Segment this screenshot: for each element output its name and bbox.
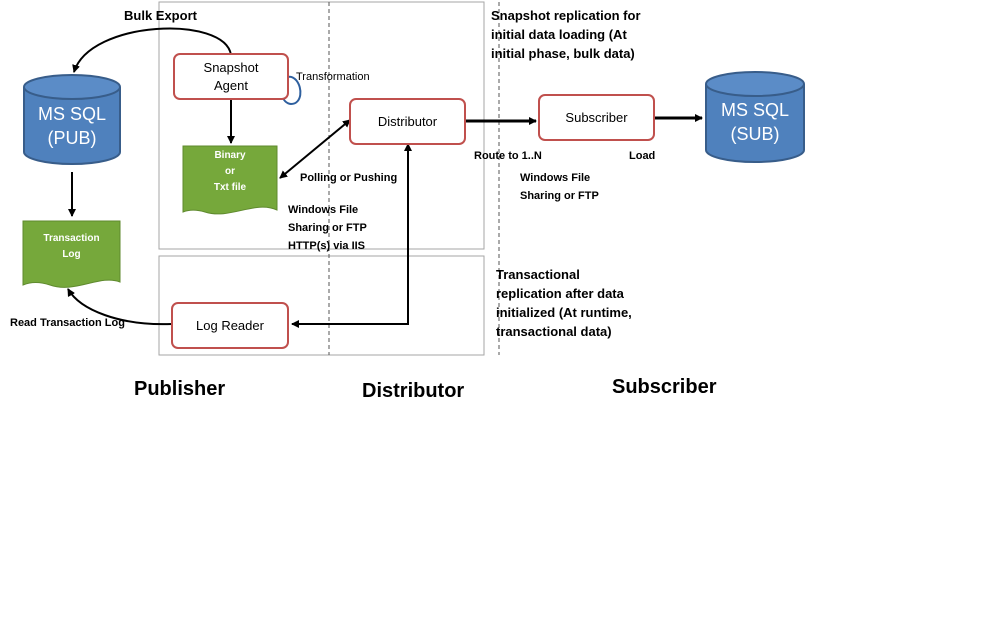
distributor-log-reader-arrow bbox=[291, 143, 412, 328]
binary-file-label: Binary or Txt file bbox=[183, 148, 277, 196]
transaction-log-label: Transaction Log bbox=[23, 231, 120, 263]
subscriber-box[interactable]: Subscriber bbox=[538, 94, 655, 141]
binary-file-document-icon bbox=[182, 145, 278, 215]
publisher-section-title: Publisher bbox=[134, 378, 226, 400]
windows-file-pub-line2: Sharing or FTP bbox=[288, 222, 367, 234]
snapshot-agent-box[interactable]: Snapshot Agent bbox=[173, 53, 289, 100]
snapshot-note-line3: initial phase, bulk data) bbox=[491, 46, 635, 61]
polling-pushing-label: Polling or Pushing bbox=[300, 172, 398, 184]
read-transaction-log-arrow bbox=[67, 288, 173, 326]
snapshot-agent-line2: Agent bbox=[214, 77, 248, 93]
sub-database-line2: (SUB) bbox=[730, 124, 780, 144]
windows-file-sub-line2: Sharing or FTP bbox=[520, 190, 599, 202]
transaction-log-line1: Transaction bbox=[43, 233, 100, 244]
windows-file-pub-line3: HTTP(s) via IIS bbox=[288, 240, 366, 252]
subscriber-section-title: Subscriber bbox=[612, 376, 717, 398]
bulk-export-label: Bulk Export bbox=[124, 8, 197, 23]
load-label: Load bbox=[629, 150, 656, 162]
snapshot-note: Snapshot replication for initial data lo… bbox=[491, 6, 641, 63]
binary-file-line1: Binary bbox=[214, 150, 246, 161]
binary-file-line2: or bbox=[225, 166, 235, 177]
windows-file-sub-line1: Windows File bbox=[520, 172, 591, 184]
windows-file-pub-line1: Windows File bbox=[288, 204, 359, 216]
transactional-note-line1: Transactional bbox=[496, 267, 580, 282]
snapshot-note-line2: initial data loading (At bbox=[491, 27, 627, 42]
transactional-note-line2: replication after data bbox=[496, 286, 624, 301]
log-reader-box[interactable]: Log Reader bbox=[171, 302, 289, 349]
pub-database-label: MS SQL (PUB) bbox=[24, 102, 120, 150]
transactional-note-line3: initialized (At runtime, bbox=[496, 305, 632, 320]
windows-file-sub-label: Windows File Sharing or FTP bbox=[520, 169, 599, 205]
sub-database-label: MS SQL (SUB) bbox=[706, 98, 804, 146]
transactional-note-line4: transactional data) bbox=[496, 324, 612, 339]
transaction-log-document-icon bbox=[22, 220, 121, 288]
pub-database-icon bbox=[23, 74, 121, 165]
distributor-box[interactable]: Distributor bbox=[349, 98, 466, 145]
windows-file-pub-label: Windows File Sharing or FTP HTTP(s) via … bbox=[288, 201, 367, 255]
sub-database-line1: MS SQL bbox=[720, 100, 790, 120]
pub-database-line1: MS SQL bbox=[37, 104, 107, 124]
pub-database-line2: (PUB) bbox=[47, 128, 97, 148]
sub-database-icon bbox=[705, 71, 805, 163]
route-label: Route to 1..N bbox=[474, 150, 542, 162]
transformation-label: Transformation bbox=[296, 71, 370, 83]
distributor-section-title: Distributor bbox=[362, 380, 465, 402]
snapshot-agent-line1: Snapshot bbox=[203, 59, 259, 75]
transactional-note: Transactional replication after data ini… bbox=[496, 265, 632, 341]
binary-file-line3: Txt file bbox=[213, 182, 247, 193]
read-transaction-log-label: Read Transaction Log bbox=[10, 317, 125, 329]
bulk-export-arrow bbox=[72, 27, 232, 73]
transaction-log-line2: Log bbox=[62, 249, 81, 260]
snapshot-note-line1: Snapshot replication for bbox=[491, 8, 641, 23]
